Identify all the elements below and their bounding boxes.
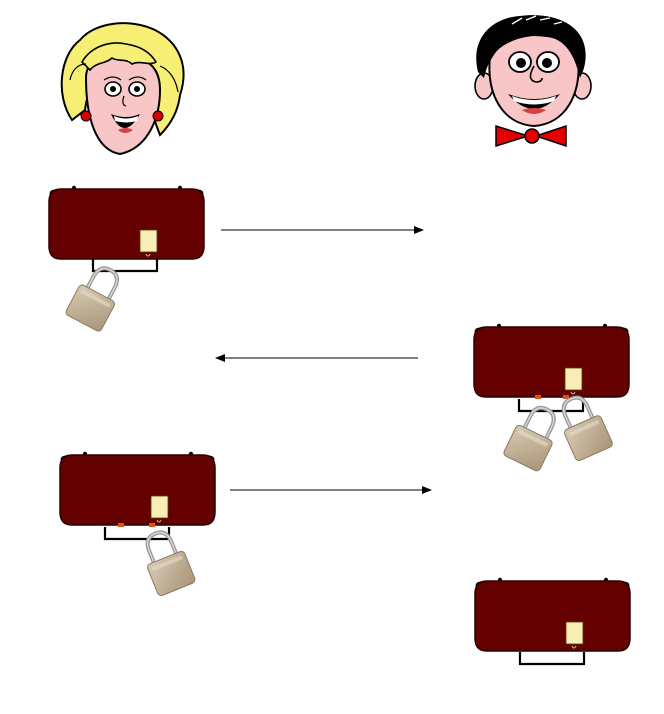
hasp-tab [535, 395, 541, 399]
hasp [517, 397, 585, 413]
step-3-box [59, 451, 216, 599]
hasp-tab [149, 523, 155, 527]
man-with-bow-tie-face-icon [474, 15, 592, 148]
padlock-icon [550, 388, 616, 464]
hasp-tab [563, 395, 569, 399]
hasp [518, 650, 586, 666]
hasp-tab [118, 523, 124, 527]
step-4-box [474, 577, 631, 666]
blonde-woman-face-icon [60, 22, 185, 156]
step-1-box [48, 185, 205, 333]
step-2-box [473, 323, 630, 472]
padlock-icon [134, 524, 199, 599]
